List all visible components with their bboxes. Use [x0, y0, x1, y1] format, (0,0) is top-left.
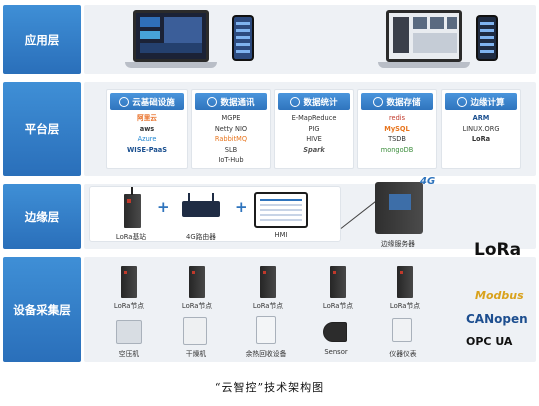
- list-item: E-MapReduce: [291, 114, 337, 122]
- layer-label-platform: 平台层: [3, 82, 81, 176]
- router-4g-label: 4G路由器: [186, 233, 216, 241]
- lora-node-label: LoRa节点: [252, 302, 284, 310]
- platform-card-statistics: 数据统计 E-MapReduce PIG HIVE Spark: [274, 89, 354, 169]
- card-title: 云基础设施: [132, 97, 175, 108]
- lora-node-label: LoRa节点: [389, 302, 421, 310]
- lora-node-image: [260, 266, 276, 298]
- platform-card-communication: 数据通讯 MGPE Netty NIO RabbitMQ SLB IoT-Hub: [191, 89, 271, 169]
- laptop-dashboard-image-1: [125, 10, 217, 70]
- lora-logo: LoRa: [474, 240, 522, 260]
- sensor-image: [323, 322, 347, 342]
- machine-label: 余热回收设备: [245, 350, 287, 358]
- database-icon: [373, 96, 384, 107]
- laptop-dashboard-image-2: [378, 10, 470, 70]
- machine-label: Sensor: [324, 348, 348, 356]
- list-item: LINUX.ORG: [462, 124, 500, 133]
- modbus-logo: Modbus: [475, 289, 524, 302]
- list-item: redis: [388, 114, 406, 122]
- phone-app-image-1: [232, 15, 254, 61]
- list-item: mongoDB: [380, 145, 414, 154]
- canopen-logo: CANopen: [466, 312, 528, 326]
- card-title: 边缘计算: [470, 97, 505, 108]
- lora-node-image: [189, 266, 205, 298]
- card-title: 数据统计: [303, 97, 338, 108]
- list-item: Azure: [137, 135, 157, 143]
- lora-node-label: LoRa节点: [181, 302, 213, 310]
- platform-card-edge-computing: 边缘计算 ARM LINUX.ORG LoRa: [441, 89, 521, 169]
- machine-label: 仪器仪表: [389, 350, 417, 358]
- plus-icon: +: [235, 198, 248, 216]
- layer-label-edge: 边缘层: [3, 184, 81, 249]
- card-title: 数据存储: [386, 97, 421, 108]
- lora-node-label: LoRa节点: [322, 302, 354, 310]
- signal-icon: [207, 96, 218, 107]
- edge-server-label: 边缘服务器: [381, 240, 415, 248]
- hmi-image: [254, 192, 308, 228]
- figure-caption: “云智控”技术架构图: [214, 381, 325, 394]
- platform-card-cloud: 云基础设施 阿里云 aws Azure WISE-PaaS: [106, 89, 188, 169]
- opcua-logo: OPC UA: [466, 335, 513, 348]
- list-item: IoT-Hub: [218, 156, 244, 164]
- list-item: TSDB: [388, 135, 406, 143]
- instrument-image: [392, 318, 412, 342]
- list-item: Netty NIO: [214, 124, 248, 133]
- list-item: ARM: [472, 114, 490, 122]
- list-item: HIVE: [306, 135, 322, 143]
- lora-gateway-image: [124, 187, 141, 228]
- phone-app-image-2: [476, 15, 498, 61]
- heat-recovery-image: [256, 316, 276, 344]
- list-item: 阿里云: [137, 114, 157, 122]
- machine-label: 空压机: [118, 350, 140, 358]
- globe-icon: [457, 96, 468, 107]
- dryer-image: [183, 317, 207, 345]
- list-item: aws: [139, 124, 155, 133]
- lora-gateway-label: LoRa基站: [115, 233, 147, 241]
- hmi-label: HMI: [274, 231, 288, 239]
- air-compressor-image: [116, 320, 142, 344]
- lora-node-image: [397, 266, 413, 298]
- edge-server-image: [375, 182, 423, 234]
- list-item: PIG: [308, 124, 320, 133]
- card-title: 数据通讯: [220, 97, 255, 108]
- list-item: RabbitMQ: [214, 135, 248, 143]
- device-layer-band: [84, 257, 536, 362]
- list-item: LoRa: [471, 135, 491, 143]
- cloud-icon: [119, 96, 130, 107]
- badge-4g: 4G: [420, 176, 436, 187]
- platform-card-storage: 数据存储 redis MySQL TSDB mongoDB: [357, 89, 437, 169]
- list-item: SLB: [224, 145, 238, 154]
- list-item: WISE-PaaS: [126, 145, 168, 154]
- gear-icon: [290, 96, 301, 107]
- list-item: MySQL: [384, 124, 410, 133]
- list-item: MGPE: [221, 114, 241, 122]
- plus-icon: +: [157, 198, 170, 216]
- lora-node-image: [121, 266, 137, 298]
- router-4g-image: [182, 193, 220, 217]
- lora-node-image: [330, 266, 346, 298]
- machine-label: 干燥机: [185, 350, 207, 358]
- lora-node-label: LoRa节点: [113, 302, 145, 310]
- list-item: Spark: [303, 145, 325, 154]
- layer-label-app: 应用层: [3, 5, 81, 74]
- layer-label-device: 设备采集层: [3, 257, 81, 362]
